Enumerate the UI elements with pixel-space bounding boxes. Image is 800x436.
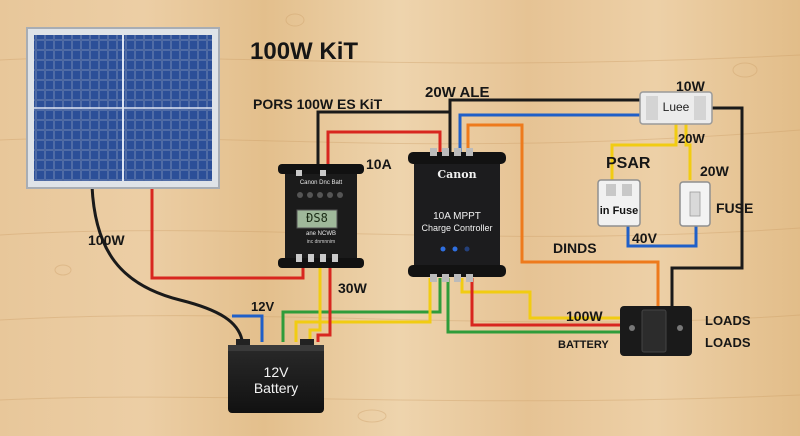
- wire-loads-black: [670, 106, 744, 308]
- battery-line1: 12V: [263, 364, 289, 380]
- small-controller-display: ÐS8: [306, 211, 328, 225]
- kit-name-label: PORS 100W ES KiT: [253, 96, 383, 112]
- small-controller-line3: inc dnmnnim: [306, 239, 336, 245]
- label-12v: 12V: [251, 299, 275, 314]
- luee-box-label: Luee: [662, 100, 690, 114]
- wire-green-loads: [446, 278, 620, 334]
- wire-blue-top: [458, 113, 642, 152]
- label-20w-b: 20W: [700, 163, 729, 179]
- small-charge-controller: [278, 164, 364, 268]
- diagram-title: 100W KiT: [250, 38, 359, 65]
- wire-batt-red: [316, 262, 332, 342]
- label-100w-left: 100W: [88, 232, 125, 248]
- fuse-block-label: in Fuse: [599, 205, 639, 217]
- label-loads-2: LOADS: [705, 335, 751, 350]
- wire-top-black: [316, 110, 452, 168]
- wire-solar-red: [150, 186, 305, 280]
- label-dinds: DINDS: [553, 240, 597, 256]
- label-30w: 30W: [338, 280, 367, 296]
- wire-batt-green: [281, 278, 442, 342]
- battery-line2: Battery: [253, 380, 299, 396]
- mppt-line1: 10A MPPT: [433, 211, 481, 222]
- label-20w-a: 20W: [678, 131, 705, 146]
- wire-red-loads: [470, 278, 620, 327]
- luee-box: [639, 91, 713, 125]
- mppt-controller: [408, 148, 506, 282]
- fuse-holder: [679, 181, 711, 227]
- mppt-line2: Charge Controller: [421, 223, 493, 233]
- wire-batt-yellow-2: [308, 262, 322, 342]
- wire-batt-blue: [232, 314, 264, 342]
- label-battery-small: BATTERY: [558, 339, 609, 351]
- small-controller-line2: ane NCWB: [305, 231, 336, 237]
- label-40v: 40V: [632, 230, 657, 246]
- label-10w-top: 10W: [676, 78, 705, 94]
- label-loads-1: LOADS: [705, 313, 751, 328]
- battery: [228, 339, 324, 413]
- wire-yellow-loads: [460, 278, 620, 320]
- wire-top-red: [326, 130, 442, 168]
- loads-block: [620, 306, 692, 356]
- wire-yellow-fuse-2: [684, 122, 692, 180]
- wire-orange: [466, 123, 660, 320]
- label-10a: 10A: [366, 156, 392, 172]
- solar-panel: [26, 27, 220, 189]
- wire-blue-fuse: [626, 224, 698, 248]
- small-controller-brand: Canon Dnc Batt: [299, 180, 343, 186]
- wire-batt-yellow: [294, 278, 432, 342]
- wire-yellow-fuse: [610, 122, 678, 180]
- wire-luee-black: [448, 98, 642, 112]
- label-fuse: FUSE: [716, 200, 754, 216]
- fuse-block-psar: [597, 179, 641, 227]
- wire-solar-black: [90, 185, 244, 341]
- label-100w-right: 100W: [566, 308, 603, 324]
- label-20w-ale: 20W ALE: [425, 84, 490, 101]
- mppt-brand: Canon: [437, 168, 477, 181]
- label-psar: PSAR: [606, 155, 651, 172]
